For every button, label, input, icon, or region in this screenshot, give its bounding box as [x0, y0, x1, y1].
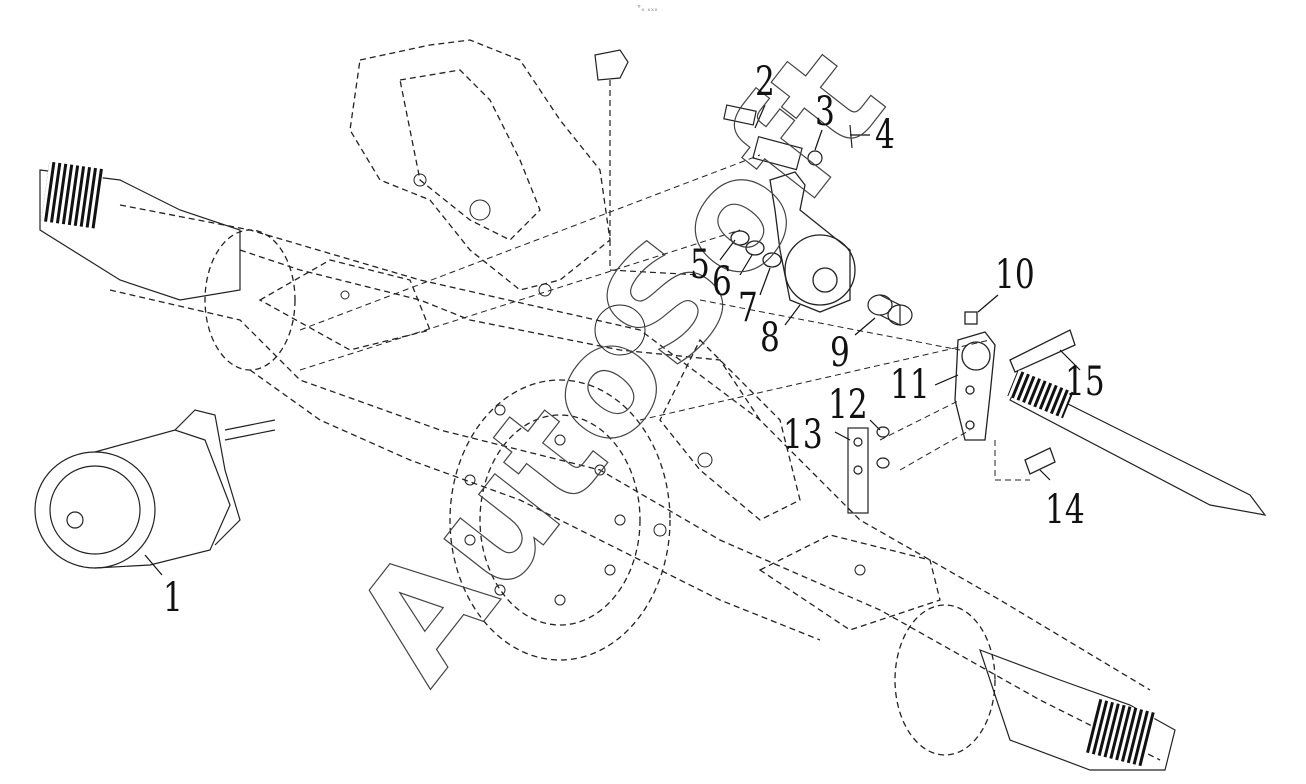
callout-6: 6	[712, 259, 732, 305]
axle-housing	[109, 39, 1161, 761]
s-cam-shaft	[1007, 369, 1267, 516]
assembly-lines	[299, 154, 1030, 481]
callout-1: 1	[163, 575, 183, 621]
brake-chamber	[34, 409, 276, 569]
callout-13: 13	[783, 412, 823, 458]
callout-8: 8	[760, 315, 780, 361]
callout-5: 5	[690, 242, 710, 288]
bushing	[867, 294, 913, 326]
callout-9: 9	[830, 330, 850, 376]
callout-14: 14	[1045, 487, 1085, 533]
leader-lines	[144, 104, 1081, 576]
lock-plate	[847, 426, 890, 514]
callout-15: 15	[1065, 359, 1105, 405]
clevis-pin-part	[723, 104, 803, 171]
callout-12: 12	[828, 382, 868, 428]
right-axle-shaft	[979, 648, 1176, 771]
washer-pin-parts	[807, 124, 853, 166]
callout-2: 2	[755, 59, 775, 105]
hex-bolt	[594, 49, 701, 276]
left-axle-shaft	[39, 161, 241, 301]
callout-11: 11	[890, 362, 930, 408]
slack-adjuster	[730, 171, 856, 313]
housing-holes	[340, 173, 866, 606]
callout-10: 10	[995, 252, 1035, 298]
callout-7: 7	[738, 285, 758, 331]
callout-3: 3	[815, 89, 835, 135]
callout-4: 4	[875, 112, 895, 158]
camshaft-bracket	[954, 311, 1076, 475]
header-mark: °ₓ ₓₓₓ	[637, 4, 658, 13]
